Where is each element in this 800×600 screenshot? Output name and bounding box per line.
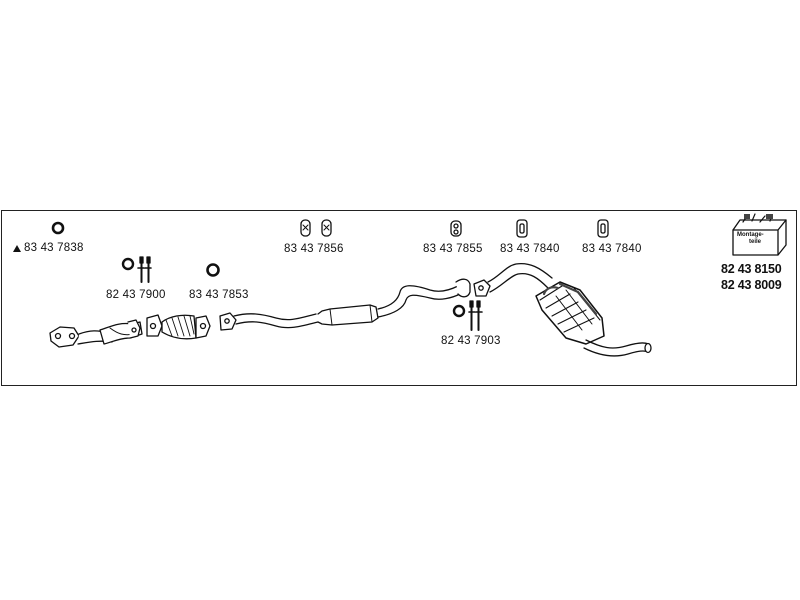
rubber-hanger-pair-icon: [300, 219, 332, 237]
catalytic-converter-icon: [146, 314, 211, 340]
part-number-label: 83 43 7838: [24, 242, 84, 254]
rubber-mount-icon: [597, 219, 609, 238]
marker-triangle-icon: [13, 245, 21, 252]
part-number-label: 83 43 7853: [189, 289, 249, 301]
rubber-mount-icon: [516, 219, 528, 238]
gasket-bolt-set-icon: [452, 300, 483, 331]
kit-box-text: Montage-: [737, 232, 764, 238]
kit-number-label: 82 43 8009: [721, 278, 782, 292]
part-number-label: 82 43 7900: [106, 289, 166, 301]
part-number-label: 83 43 7856: [284, 243, 344, 255]
rubber-hanger-icon: [450, 220, 462, 237]
intermediate-pipe-icon: [219, 278, 471, 331]
rear-silencer-icon: [473, 262, 652, 357]
front-pipe-icon: [99, 319, 143, 345]
sealing-ring-icon: [206, 263, 220, 277]
mounting-kit-box-icon: [732, 213, 787, 256]
part-number-label: 83 43 7840: [582, 243, 642, 255]
gasket-bolt-set-icon: [121, 256, 152, 283]
kit-box-text: teile: [749, 239, 762, 245]
rubber-ring-icon: [51, 221, 65, 235]
part-number-label: 82 43 7903: [441, 335, 501, 347]
part-number-label: 83 43 7840: [500, 243, 560, 255]
diagram-frame: [1, 210, 797, 386]
kit-number-label: 82 43 8150: [721, 262, 782, 276]
part-number-label: 83 43 7855: [423, 243, 483, 255]
